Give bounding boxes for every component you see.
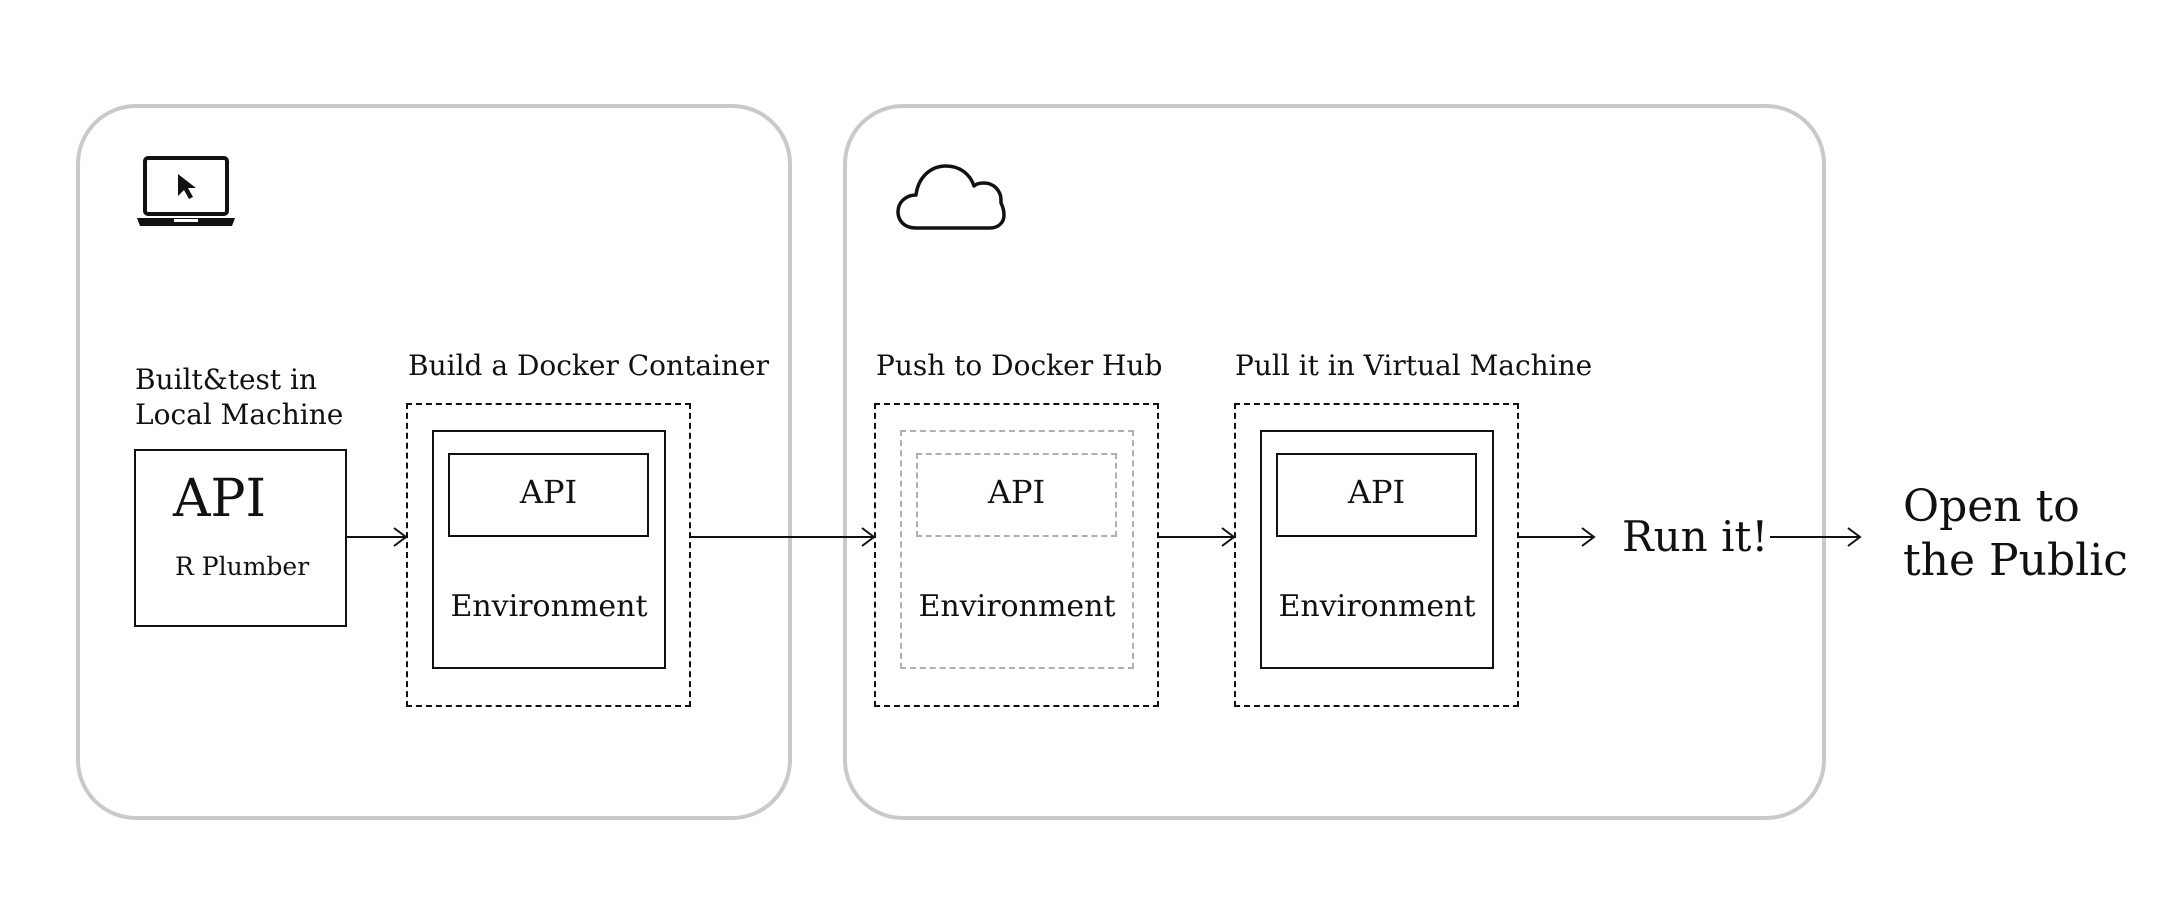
local-stage-title-line2: Local Machine <box>135 398 344 431</box>
push-environment-box <box>900 430 1134 669</box>
arrow-build-to-push <box>691 527 876 547</box>
local-stage-title: Built&test in Local Machine <box>135 362 343 432</box>
pull-api-box <box>1276 453 1477 537</box>
arrow-local-to-build <box>347 527 408 547</box>
local-stage-title-line1: Built&test in <box>135 363 318 396</box>
pull-stage-title: Pull it in Virtual Machine <box>1235 349 1593 382</box>
build-stage-title: Build a Docker Container <box>408 349 769 382</box>
cloud-panel <box>843 104 1826 820</box>
local-machine-panel <box>76 104 792 820</box>
push-container-outline <box>874 403 1159 707</box>
build-environment-label: Environment <box>450 589 648 624</box>
local-api-title: API <box>173 469 267 529</box>
run-it-label: Run it! <box>1622 512 1769 561</box>
open-to-public-label: Open to the Public <box>1903 480 2128 588</box>
arrow-push-to-pull <box>1159 527 1236 547</box>
cloud-icon <box>896 164 1006 230</box>
push-environment-label: Environment <box>918 589 1116 624</box>
pull-environment-box <box>1260 430 1494 669</box>
build-api-box <box>448 453 649 537</box>
pull-api-label: API <box>1347 473 1406 511</box>
local-api-subtitle: R Plumber <box>175 552 310 581</box>
open-to-public-line2: the Public <box>1903 535 2128 586</box>
pull-environment-label: Environment <box>1278 589 1476 624</box>
laptop-icon <box>137 156 235 226</box>
open-to-public-line1: Open to <box>1903 481 2080 532</box>
build-api-label: API <box>519 473 578 511</box>
arrow-pull-to-run <box>1519 527 1596 547</box>
pull-container-outline <box>1234 403 1519 707</box>
arrow-run-to-public <box>1770 527 1862 547</box>
build-container-outline <box>406 403 691 707</box>
push-stage-title: Push to Docker Hub <box>876 349 1163 382</box>
push-api-box <box>916 453 1117 537</box>
build-environment-box <box>432 430 666 669</box>
local-api-box <box>134 449 347 627</box>
push-api-label: API <box>987 473 1046 511</box>
